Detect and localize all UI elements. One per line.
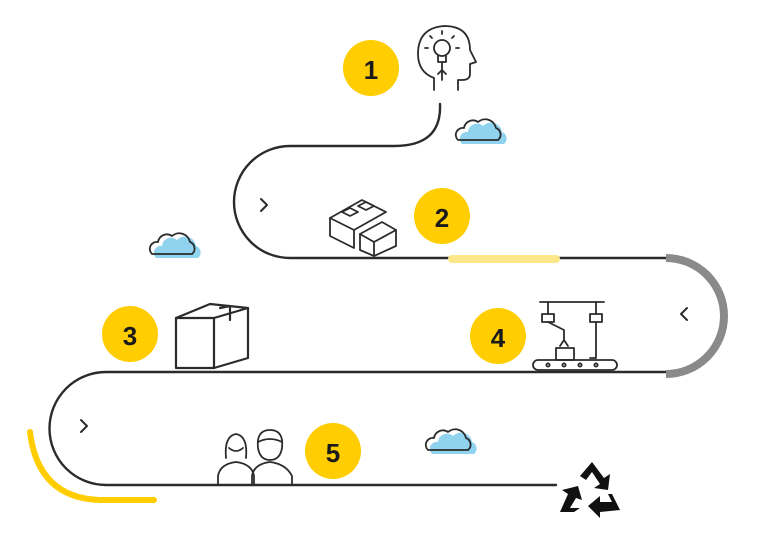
step-4-badge: 4 (470, 308, 526, 364)
step-5-badge: 5 (305, 423, 361, 479)
step-1-badge: 1 (343, 40, 399, 96)
chevron-left-icon (680, 307, 688, 321)
step-4-number: 4 (491, 323, 506, 353)
idea-head-icon (417, 25, 477, 91)
cloud-icon (424, 428, 477, 454)
gray-arc-accent (665, 254, 728, 378)
step-2-badge: 2 (414, 188, 470, 244)
step-5-number: 5 (326, 438, 340, 468)
building-blocks-icon (329, 199, 397, 257)
cardboard-box-icon (174, 302, 250, 370)
step-2-number: 2 (435, 203, 449, 233)
people-icon (217, 429, 293, 485)
step-3-badge: 3 (102, 306, 158, 362)
chevron-right-icon (260, 198, 268, 212)
yellow-arc-accent (27, 429, 157, 503)
chevron-right-icon (80, 419, 88, 433)
step-1-number: 1 (364, 55, 378, 85)
recycle-icon (560, 462, 620, 518)
cloud-icon (454, 118, 507, 144)
cloud-icon (148, 232, 201, 258)
step-3-number: 3 (123, 321, 137, 351)
robotic-assembly-icon (532, 301, 618, 371)
road-track (48, 102, 727, 487)
